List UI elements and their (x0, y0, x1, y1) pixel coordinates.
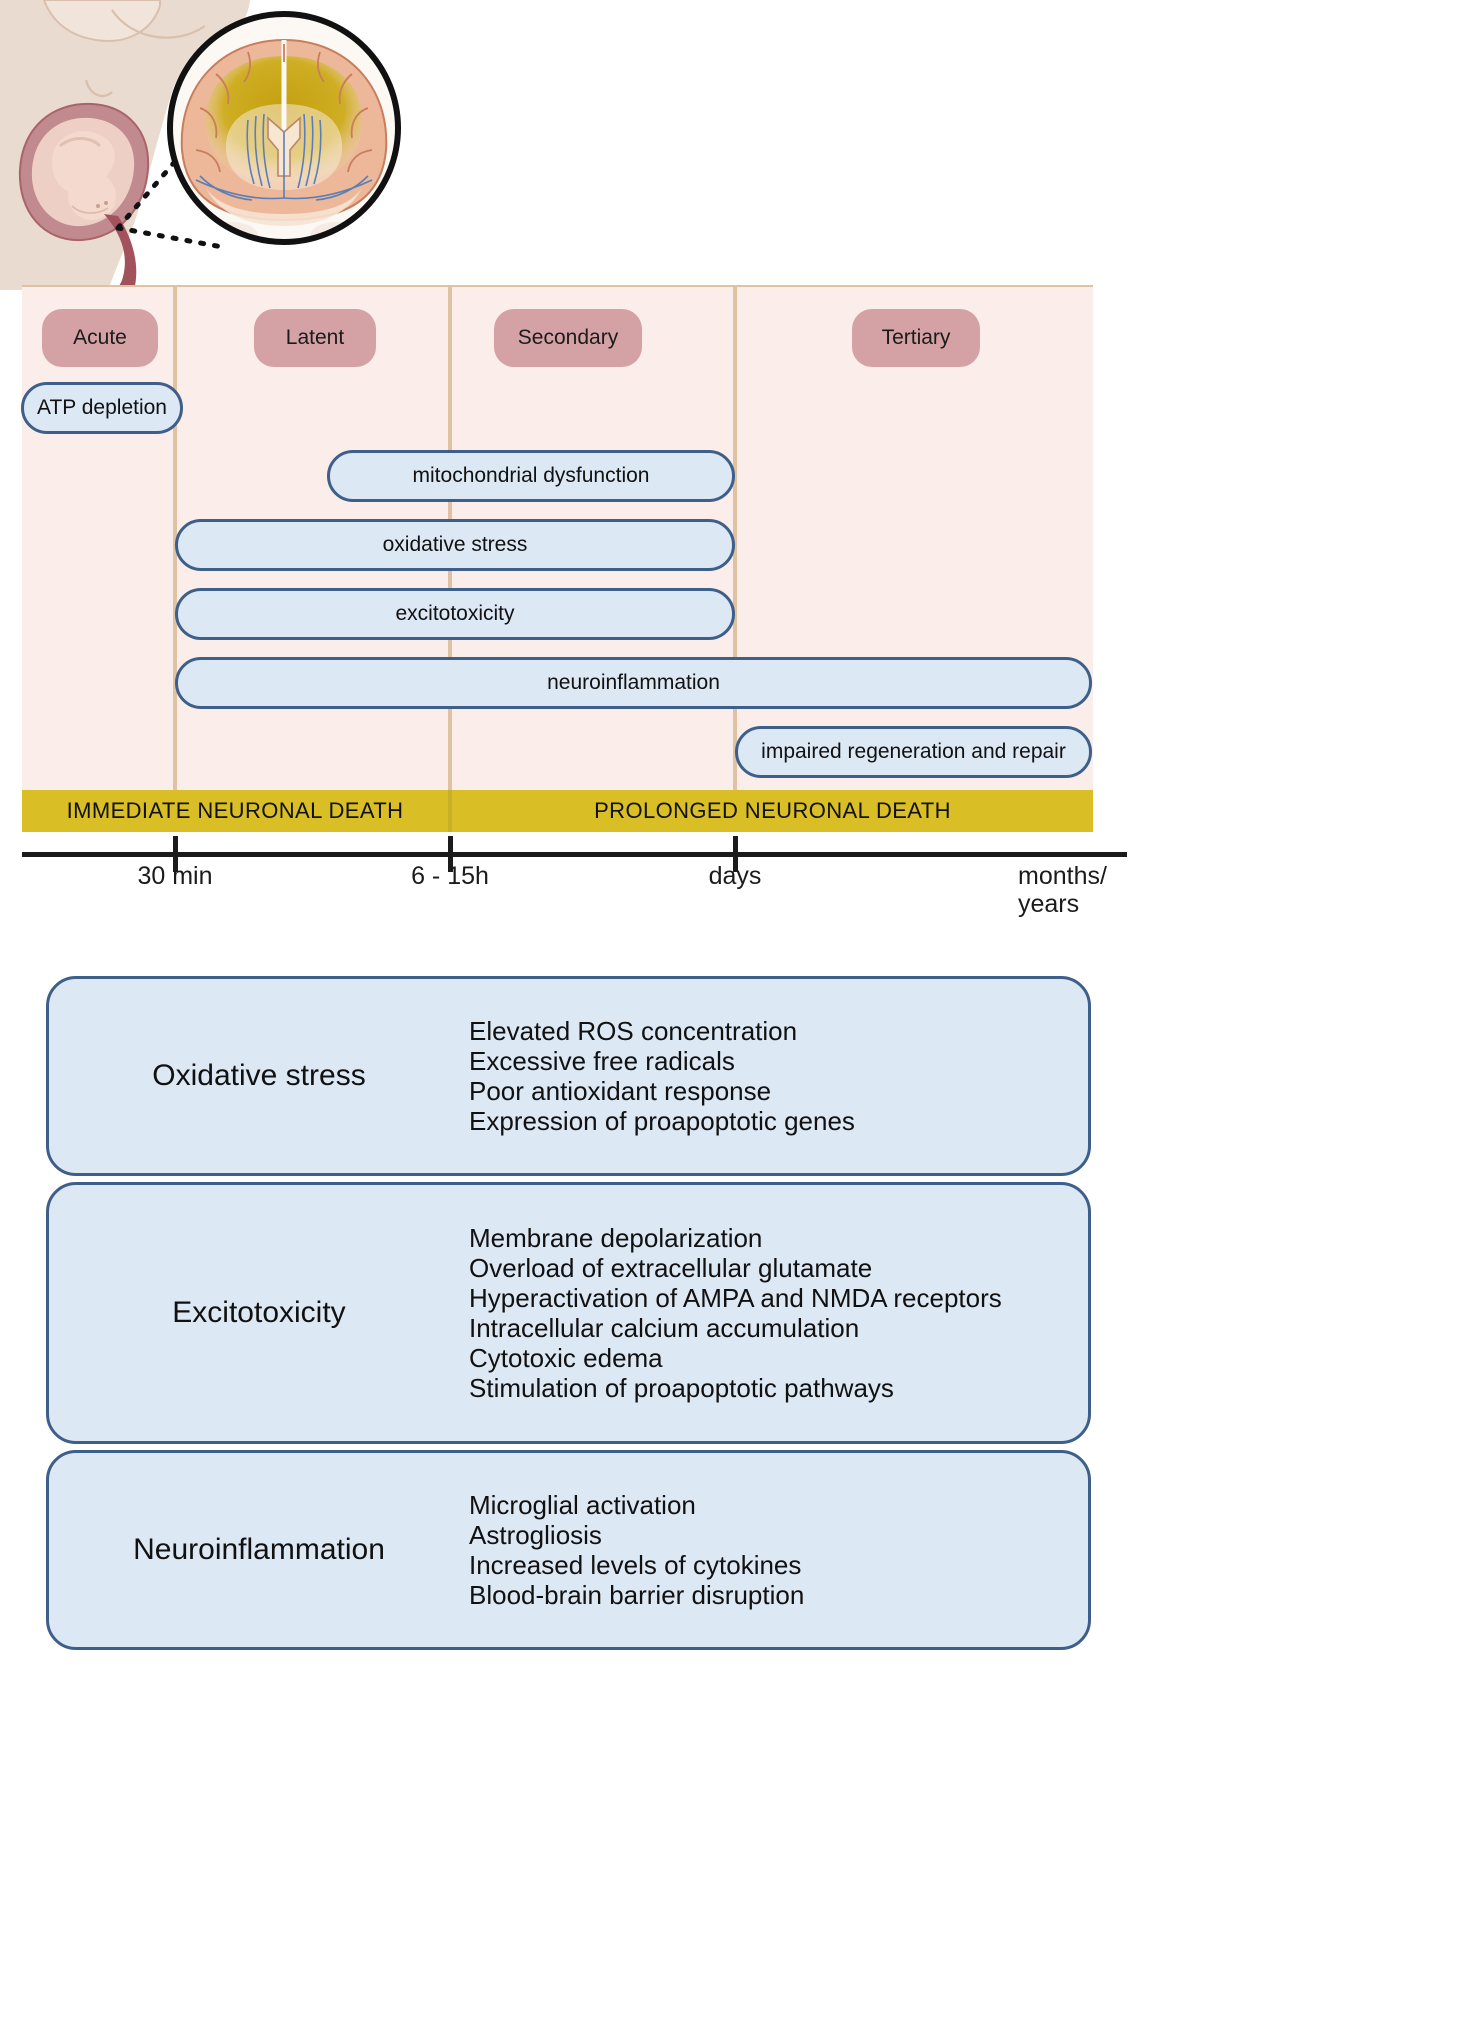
list-item: Elevated ROS concentration (469, 1015, 798, 1046)
mechanism-bar-mitochondrial-dysfunction[interactable]: mitochondrial dysfunction (327, 450, 735, 502)
list-item: Stimulation of proapoptotic pathways (469, 1373, 894, 1404)
axis-tick-days (733, 836, 738, 872)
phase-pill-acute[interactable]: Acute (42, 309, 158, 367)
detail-panel-list: Microglial activation Astrogliosis Incre… (469, 1490, 804, 1611)
phase-pill-latent[interactable]: Latent (254, 309, 376, 367)
list-item: Excessive free radicals (469, 1045, 735, 1076)
brain-magnifier-inset (167, 11, 401, 245)
detail-panel-oxidative-stress[interactable]: Oxidative stress Elevated ROS concentrat… (46, 976, 1091, 1176)
leader-dotted-line (115, 127, 231, 251)
phase-label: Secondary (517, 326, 619, 349)
maternal-fetal-illustration (0, 0, 520, 290)
axis-label-days: days (708, 862, 762, 890)
detail-panel-title: Oxidative stress (152, 1059, 366, 1092)
list-item: Overload of extracellular glutamate (469, 1252, 873, 1283)
mechanism-label: neuroinflammation (547, 671, 720, 694)
list-item: Blood-brain barrier disruption (469, 1580, 805, 1611)
detail-panel-title: Excitotoxicity (172, 1296, 346, 1329)
mechanism-bar-impaired-regeneration[interactable]: impaired regeneration and repair (735, 726, 1092, 778)
phase-label: Acute (73, 326, 127, 349)
list-item: Cytotoxic edema (469, 1343, 663, 1374)
timeline-panel: Acute Latent Secondary Tertiary ATP depl… (21, 285, 1093, 790)
column-divider-secondary-tertiary (733, 287, 737, 790)
mechanism-label: ATP depletion (37, 396, 167, 419)
phase-pill-tertiary[interactable]: Tertiary (852, 309, 980, 367)
list-item: Intracellular calcium accumulation (469, 1313, 860, 1343)
mechanism-bar-oxidative-stress[interactable]: oxidative stress (175, 519, 735, 571)
time-axis-line (22, 852, 1127, 857)
death-band-prolonged: PROLONGED NEURONAL DEATH (452, 790, 1093, 832)
detail-panel-list: Elevated ROS concentration Excessive fre… (469, 1016, 855, 1137)
list-item: Astrogliosis (469, 1519, 602, 1550)
mechanism-label: mitochondrial dysfunction (412, 464, 650, 487)
death-band-divider (448, 790, 452, 832)
list-item: Poor antioxidant response (469, 1076, 772, 1106)
detail-panel-list: Membrane depolarization Overload of extr… (469, 1223, 1002, 1404)
death-band-immediate: IMMEDIATE NEURONAL DEATH (22, 790, 448, 832)
axis-tick-30min (173, 836, 178, 872)
neuronal-death-band: IMMEDIATE NEURONAL DEATH PROLONGED NEURO… (22, 790, 1093, 832)
list-item: Expression of proapoptotic genes (469, 1106, 855, 1137)
list-item: Hyperactivation of AMPA and NMDA recepto… (469, 1282, 1002, 1313)
mechanism-label: impaired regeneration and repair (761, 740, 1066, 763)
mechanism-bar-atp-depletion[interactable]: ATP depletion (21, 382, 183, 434)
phase-pill-secondary[interactable]: Secondary (494, 309, 642, 367)
axis-label-months-years: months/ years (1018, 862, 1107, 918)
axis-tick-6-15h (448, 836, 453, 872)
phase-label: Tertiary (881, 326, 951, 349)
death-band-label: PROLONGED NEURONAL DEATH (594, 798, 951, 823)
phase-label: Latent (285, 326, 345, 349)
death-band-label: IMMEDIATE NEURONAL DEATH (66, 798, 404, 823)
list-item: Microglial activation (469, 1489, 696, 1520)
mechanism-bar-excitotoxicity[interactable]: excitotoxicity (175, 588, 735, 640)
mechanism-bar-neuroinflammation[interactable]: neuroinflammation (175, 657, 1092, 709)
uterus-fetus-icon (18, 102, 150, 290)
detail-panel-excitotoxicity[interactable]: Excitotoxicity Membrane depolarization O… (46, 1182, 1091, 1444)
list-item: Increased levels of cytokines (469, 1550, 802, 1580)
detail-panel-neuroinflammation[interactable]: Neuroinflammation Microglial activation … (46, 1450, 1091, 1650)
axis-label-30min: 30 min (137, 862, 213, 890)
list-item: Membrane depolarization (469, 1222, 763, 1253)
axis-label-6-15h: 6 - 15h (411, 862, 489, 890)
detail-panel-title: Neuroinflammation (133, 1533, 385, 1566)
mechanism-label: excitotoxicity (395, 602, 515, 625)
mechanism-label: oxidative stress (382, 533, 528, 556)
